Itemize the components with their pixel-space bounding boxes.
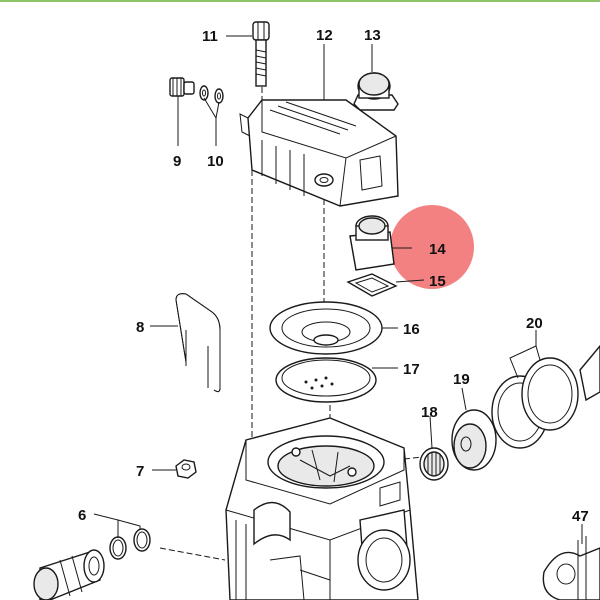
pump-body: [225, 417, 419, 600]
callout-16: 16: [403, 321, 420, 338]
part-47-lever: [542, 536, 600, 600]
part-7-nut: [175, 459, 197, 479]
top-rule: [0, 0, 600, 2]
callout-13: 13: [364, 27, 381, 44]
part-6-o-rings: [109, 528, 151, 560]
part-10-washers: [199, 85, 224, 104]
callout-6: 6: [78, 507, 86, 524]
part-14-valve-cup: [349, 215, 395, 271]
part-8-wire-clip: [175, 293, 221, 393]
leader-lines: [93, 35, 583, 544]
part-20-seal-rings: [491, 344, 600, 449]
part-17-plate: [275, 357, 377, 403]
part-9-valve: [169, 77, 195, 97]
part-13-cap: [353, 72, 399, 111]
callout-7: 7: [136, 463, 144, 480]
callout-15: 15: [429, 273, 446, 290]
callout-20: 20: [526, 315, 543, 332]
assembly-axis-bottom: [159, 547, 226, 561]
callout-14: 14: [429, 241, 446, 258]
part-18-bearing: [419, 447, 449, 481]
callout-9: 9: [173, 153, 181, 170]
callout-11: 11: [202, 28, 218, 45]
part-19-disc: [451, 409, 497, 471]
highlight-marker: [390, 205, 474, 289]
callout-47: 47: [572, 508, 589, 525]
part-12-upper-housing: [239, 99, 399, 207]
part-15-gasket: [346, 273, 398, 297]
callout-8: 8: [136, 319, 144, 336]
callout-17: 17: [403, 361, 420, 378]
callout-19: 19: [453, 371, 470, 388]
part-11-screw: [252, 21, 270, 87]
callout-18: 18: [421, 404, 438, 421]
part-16-diaphragm: [269, 301, 383, 355]
callout-12: 12: [316, 27, 333, 44]
part-6-fitting: [33, 549, 105, 600]
callout-10: 10: [207, 153, 224, 170]
